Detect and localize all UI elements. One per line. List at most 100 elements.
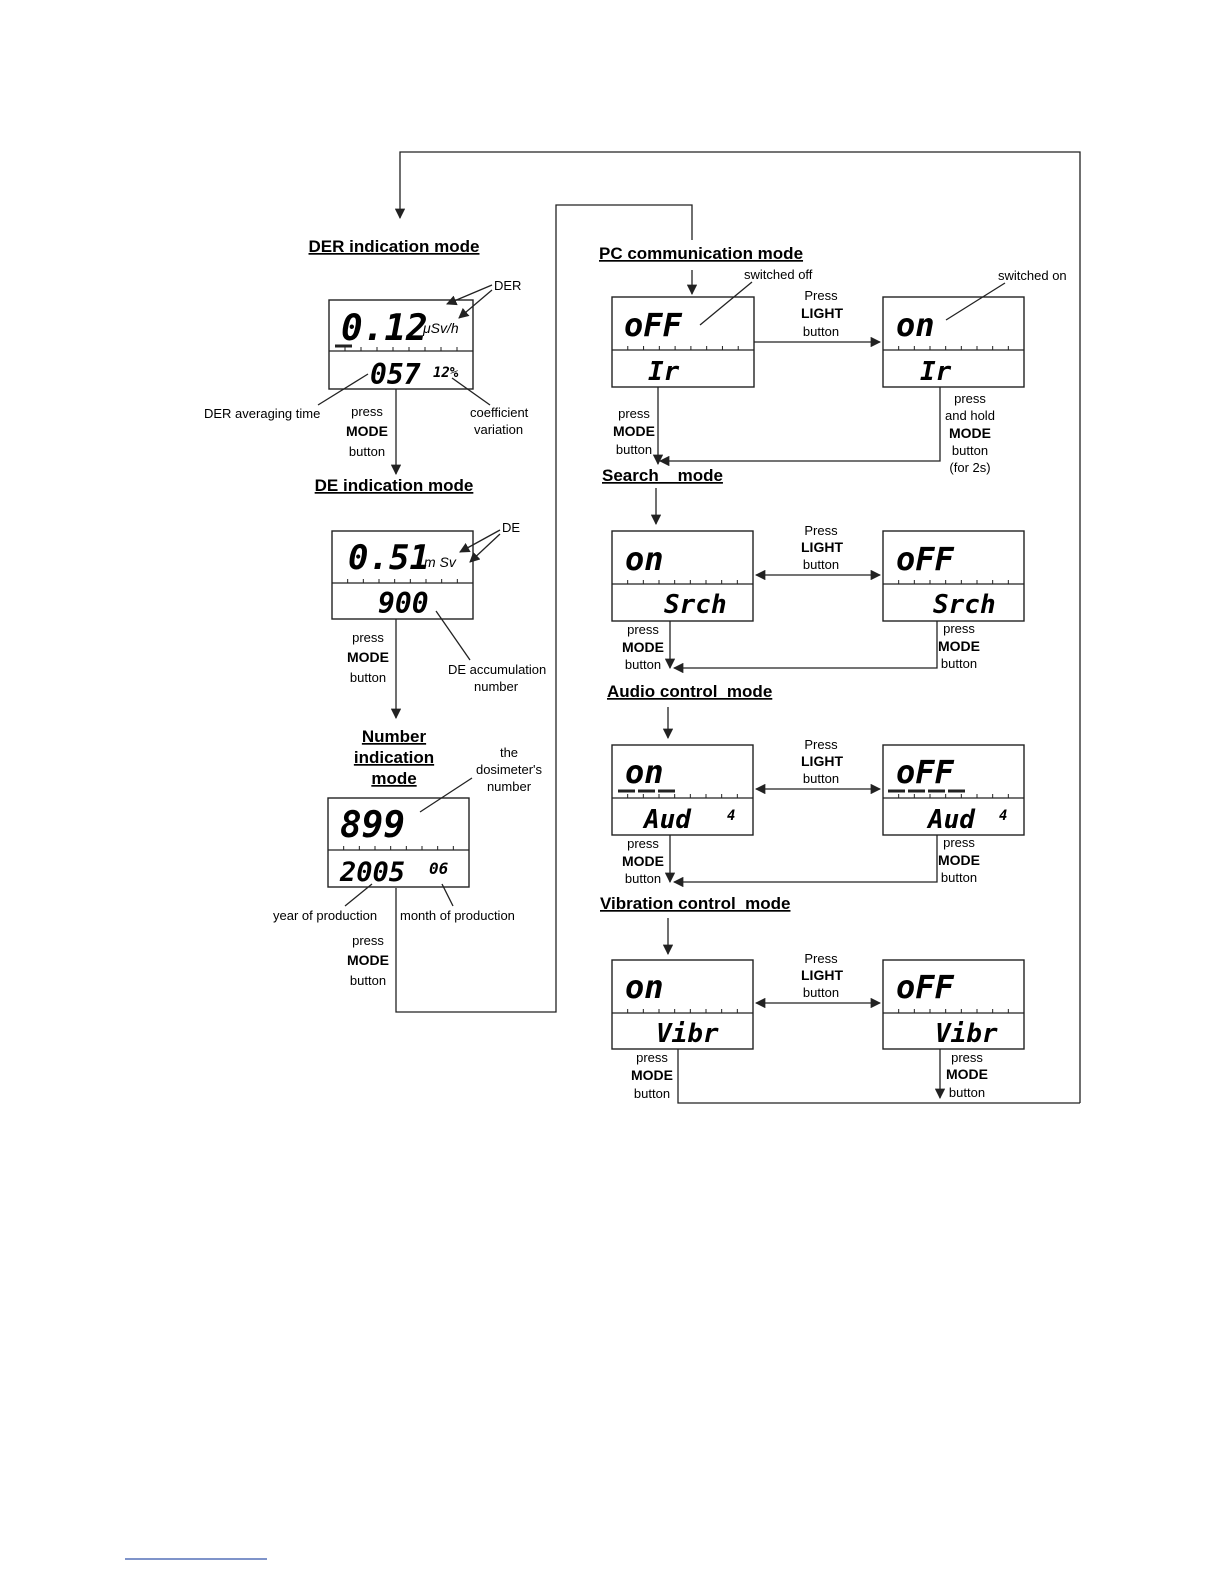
vibration-off-press-label: press [951,1050,983,1065]
der-averaging-value: 057 [370,358,421,391]
vibration-on-button-label: button [634,1086,670,1101]
audio-on-display: on Aud 4 [611,744,754,836]
display-tick-marks [327,346,1025,1013]
der-mode-heading: DER indication mode [309,237,480,256]
pc-off-mode-btn-label: MODE [613,423,655,439]
pc-off-display: oFF Ir [611,296,755,388]
dosimeter-number-label-1: the [500,745,518,760]
audio-off-display: oFF Aud 4 [882,744,1025,836]
number-mode-heading-3: mode [371,769,416,788]
de-button-label: button [350,670,386,685]
year-value: 2005 [339,857,405,888]
vibration-off-sub: Vibr [935,1019,998,1049]
number-to-pc-line [395,204,693,1013]
search-on-mode-btn-label: MODE [622,639,664,655]
pc-on-press-label: press [954,391,986,406]
de-label: DE [502,520,520,535]
pc-off-value: oFF [624,306,683,344]
switched-off-label: switched off [744,267,813,282]
de-mode-btn-label: MODE [347,649,389,665]
vibration-press-label: Press [804,951,838,966]
search-light-button-label: button [803,557,839,572]
audio-off-sub: Aud [926,805,976,835]
year-of-production-label: year of production [273,908,377,923]
vibration-light-button-label: button [803,985,839,1000]
der-mode-btn-label: MODE [346,423,388,439]
audio-mode-heading: Audio control mode [607,682,772,701]
search-on-value: on [625,540,664,578]
vibration-on-press-label: press [636,1050,668,1065]
pc-off-press-label: press [618,406,650,421]
der-label: DER [494,278,521,293]
vibration-off-value: oFF [896,968,955,1006]
vibration-off-mode-btn-label: MODE [946,1066,988,1082]
vibration-off-button-label: button [949,1085,985,1100]
number-display: 899 2005 06 [327,797,470,888]
der-unit: μSv/h [422,320,459,336]
dosimeter-number-label-2: dosimeter's [476,762,543,777]
de-mode-heading: DE indication mode [315,476,474,495]
vibration-on-sub: Vibr [656,1019,719,1049]
pc-on-value: on [896,306,935,344]
audio-light-btn-label: LIGHT [801,753,843,769]
audio-on-press-label: press [627,836,659,851]
search-off-sub: Srch [933,590,996,620]
vibration-on-loop-line [677,1049,1080,1104]
audio-off-button-label: button [941,870,977,885]
pc-on-return-line [658,387,941,467]
number-mode-heading-2: indication [354,748,434,767]
audio-on-level: 4 [727,808,735,824]
dosimeter-number-value: 899 [340,805,405,846]
de-display: 0.51 m Sv 900 [331,530,474,620]
audio-press-label: Press [804,737,838,752]
pc-on-button-label: button [952,443,988,458]
audio-on-button-label: button [625,871,661,886]
number-button-label: button [350,973,386,988]
search-off-value: oFF [896,540,955,578]
der-averaging-time-label: DER averaging time [204,406,320,421]
number-mode-heading-1: Number [362,727,427,746]
der-button-label: button [349,444,385,459]
search-press-label: Press [804,523,838,538]
search-on-sub: Srch [664,590,727,620]
search-on-button-label: button [625,657,661,672]
search-off-press-label: press [943,621,975,636]
search-on-display: on Srch [611,530,754,622]
search-off-display: oFF Srch [882,530,1025,622]
audio-off-level: 4 [999,808,1007,824]
der-coefficient-value: 12% [433,365,459,381]
de-accum-label-1: DE accumulation [448,662,546,677]
audio-off-value: oFF [896,753,955,791]
search-mode-heading: Search mode [602,466,723,485]
audio-on-value: on [625,753,664,791]
audio-on-mode-btn-label: MODE [622,853,664,869]
vibration-off-display: oFF Vibr [882,959,1025,1050]
pc-on-duration-label: (for 2s) [949,460,990,475]
pc-mode-heading: PC communication mode [599,244,803,263]
pc-on-sub: Ir [920,357,952,387]
audio-off-press-label: press [943,835,975,850]
pc-on-mode-btn-label: MODE [949,425,991,441]
de-accum-label-2: number [474,679,519,694]
de-value: 0.51 [348,538,430,578]
search-off-button-label: button [941,656,977,671]
vibration-on-value: on [625,968,664,1006]
coefficient-label-2: variation [474,422,523,437]
search-off-mode-btn-label: MODE [938,638,980,654]
number-press-label: press [352,933,384,948]
search-on-press-label: press [627,622,659,637]
pc-on-and-hold-label: and hold [945,408,995,423]
de-unit: m Sv [424,554,457,570]
de-press-label: press [352,630,384,645]
de-accum-value: 900 [378,587,429,620]
der-press-label: press [351,404,383,419]
der-value: 0.12 [341,308,428,349]
vibration-mode-heading: Vibration control mode [600,894,790,913]
pc-press-label: Press [804,288,838,303]
pc-light-button-label: button [803,324,839,339]
loop-top-line [394,151,1081,1103]
coefficient-label-1: coefficient [470,405,529,420]
number-mode-btn-label: MODE [347,952,389,968]
pc-light-btn-label: LIGHT [801,305,843,321]
